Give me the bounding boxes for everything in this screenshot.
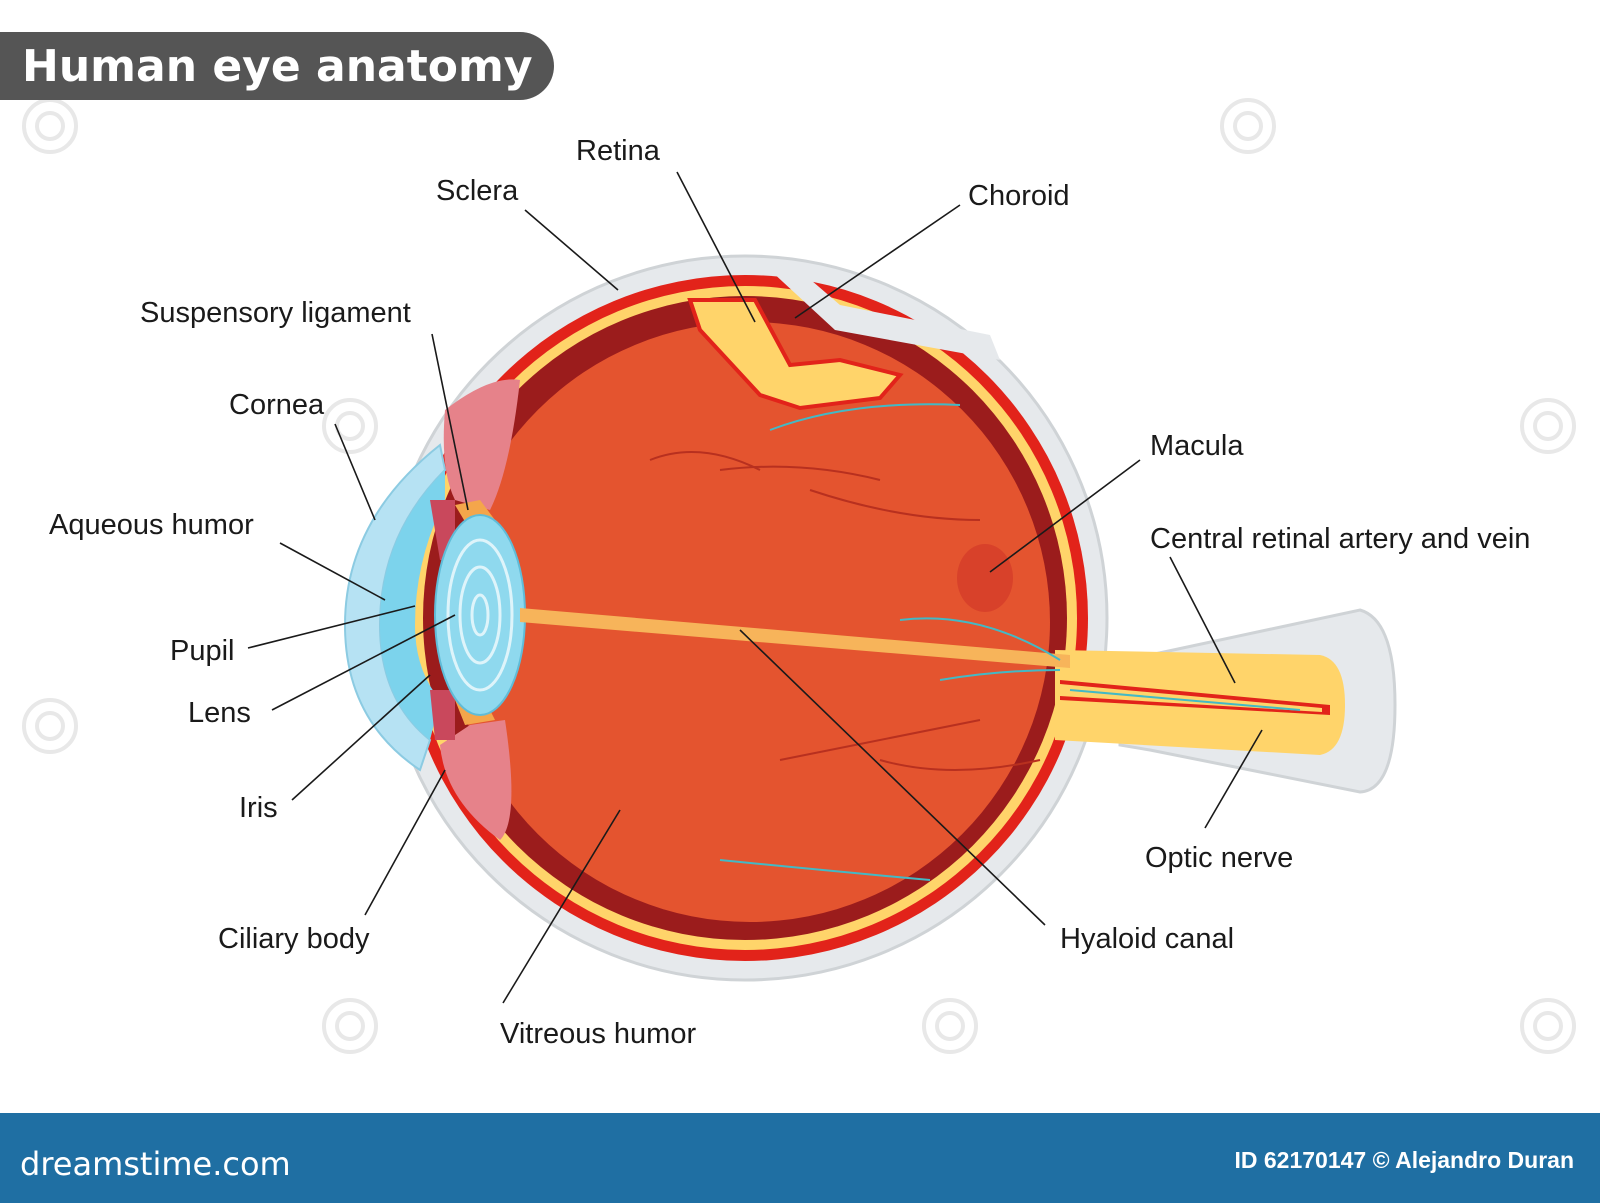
footer-brand-logo: dreamstime.com: [20, 1145, 291, 1183]
label-vitreous-humor: Vitreous humor: [500, 1018, 696, 1050]
leader-lens: [271, 614, 456, 711]
page-title: Human eye anatomy: [22, 41, 533, 92]
part-labels: Retina Sclera Choroid Suspensory ligamen…: [49, 135, 1530, 1050]
layer-cutaway: [687, 298, 904, 411]
leader-iris: [291, 674, 431, 801]
leader-retina: [676, 171, 756, 323]
leader-sclera: [524, 209, 619, 291]
leader-optic-nerve: [1204, 729, 1263, 829]
leader-hyaloid: [739, 629, 1046, 926]
label-hyaloid-canal: Hyaloid canal: [1060, 923, 1234, 955]
leader-ciliary: [364, 769, 446, 916]
footer-credit: ID 62170147 © Alejandro Duran: [1234, 1147, 1574, 1173]
leader-choroid: [794, 204, 961, 319]
label-iris: Iris: [239, 792, 278, 824]
ciliary-body-shape: [443, 379, 520, 510]
macula-shape: [957, 544, 1013, 612]
leader-macula: [989, 459, 1141, 573]
label-macula: Macula: [1150, 430, 1244, 462]
label-retina: Retina: [576, 135, 661, 167]
label-ciliary-body: Ciliary body: [218, 923, 370, 955]
label-pupil: Pupil: [170, 635, 235, 667]
label-lens: Lens: [188, 697, 251, 729]
leader-lines: [247, 171, 1263, 1004]
hyaloid-canal-shape: [520, 608, 1070, 668]
label-choroid: Choroid: [968, 180, 1070, 212]
leader-aqueous: [279, 542, 386, 601]
leader-pupil: [247, 605, 416, 649]
lens-shape: [434, 514, 526, 716]
footer-bar: dreamstime.com ID 62170147 © Alejandro D…: [0, 1113, 1600, 1203]
blood-vessels: [649, 403, 1061, 881]
label-cornea: Cornea: [229, 389, 325, 421]
leader-vitreous: [502, 809, 621, 1004]
footer-background: [0, 1113, 1600, 1203]
label-optic-nerve: Optic nerve: [1145, 842, 1293, 874]
label-sclera: Sclera: [436, 175, 519, 207]
optic-nerve-shape: [1055, 650, 1345, 755]
leader-central-retinal: [1169, 556, 1236, 684]
watermark-pattern: [22, 98, 1576, 1054]
label-central-retinal-artery-and-vein: Central retinal artery and vein: [1150, 523, 1530, 555]
label-suspensory-ligament: Suspensory ligament: [140, 297, 411, 329]
leader-cornea: [334, 423, 376, 521]
leader-suspensory: [431, 333, 469, 511]
eye-illustration: [343, 254, 1397, 982]
aqueous-humor-shape: [380, 470, 445, 740]
title-background: [0, 32, 554, 100]
label-aqueous-humor: Aqueous humor: [49, 509, 254, 541]
title-banner: Human eye anatomy: [0, 32, 554, 100]
vitreous-body: [450, 322, 1050, 922]
